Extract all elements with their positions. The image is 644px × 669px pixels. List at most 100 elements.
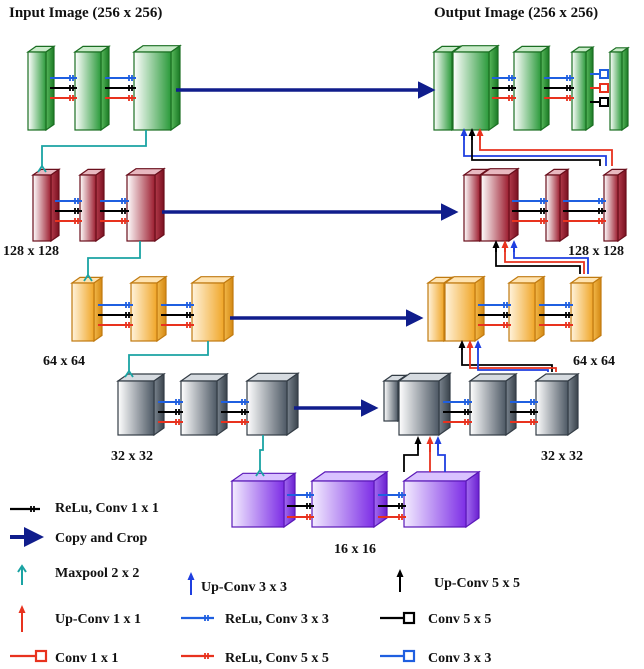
legend-upconv3-icon [187, 572, 195, 595]
block-front-face [27, 51, 47, 131]
maxpool-line [259, 435, 264, 470]
block-front-face [469, 380, 507, 436]
maxpool-1 [37, 130, 147, 173]
orange-out-connector-2 [539, 302, 573, 328]
orange-block-2 [129, 275, 168, 343]
legend-conv5-icon [380, 611, 416, 625]
legend-square [402, 611, 416, 625]
upconv1-route [479, 138, 613, 166]
block-front-face [545, 174, 561, 242]
orange-out-block-c [507, 275, 546, 343]
block-side-face [567, 372, 579, 437]
block-side-face [170, 44, 181, 132]
maxpool-3 [124, 341, 209, 378]
block-side-face [534, 275, 545, 343]
green-block-3 [132, 44, 182, 132]
legend-relu-conv1-icon [10, 506, 40, 512]
purple-block-3 [402, 470, 481, 529]
legend-square [402, 649, 416, 663]
upconv5-route [471, 138, 601, 166]
block-front-face [79, 174, 97, 242]
legend-upconv5-label: Up-Conv 5 x 5 [434, 576, 520, 591]
red-connector-1 [55, 198, 82, 224]
block-front-face [311, 480, 375, 528]
block-side-face [223, 275, 234, 343]
red-out-connector-2 [563, 198, 606, 224]
feature-map-blocks [26, 44, 630, 529]
upconv-head [187, 572, 195, 580]
upconv-head [434, 436, 442, 444]
upconv3-route [513, 250, 589, 274]
block-side-face [474, 275, 485, 343]
maxpool-4 [255, 435, 265, 477]
gray-out-connector-2 [510, 399, 538, 425]
legend-copy-crop-label: Copy and Crop [55, 531, 148, 546]
upconv-head [458, 340, 466, 348]
red-connector-2 [100, 198, 129, 224]
red-block-2 [78, 168, 106, 243]
legend-conv3-icon [380, 649, 416, 663]
green-connector-1 [50, 75, 77, 101]
green-out-connector-2 [544, 75, 574, 101]
upconv-head [414, 436, 422, 444]
block-front-face [403, 480, 467, 528]
red-out-connector-1 [512, 198, 548, 224]
upconv3-route [437, 440, 446, 472]
orange-block-3 [190, 275, 235, 343]
block-side-face [216, 372, 228, 437]
resolution-label-128-left: 128 x 128 [3, 244, 59, 259]
upconv-head [396, 569, 404, 577]
block-front-face [570, 282, 594, 342]
green-connector-2 [105, 75, 136, 101]
upconv-head [476, 128, 484, 136]
legend-relu-conv5-label: ReLu, Conv 5 x 5 [225, 651, 329, 666]
block-front-face [231, 480, 285, 528]
orange-block-1 [70, 276, 104, 343]
legend-maxpool-head [17, 564, 27, 573]
resolution-label-128-right: 128 x 128 [568, 244, 624, 259]
conv1-square [599, 83, 609, 93]
conv5-square [599, 97, 609, 107]
legend-upconv1-icon [18, 605, 26, 632]
upconv-head [474, 340, 482, 348]
maxpool-head [83, 273, 93, 282]
orange-connector-2 [161, 302, 194, 328]
legend: ReLu, Conv 1 x 1 Copy and Crop Maxpool 2… [10, 501, 520, 666]
block-front-face [71, 282, 95, 342]
block-side-face [286, 372, 299, 437]
block-front-face [180, 380, 218, 436]
maxpool-head [124, 369, 134, 378]
resolution-label-32-left: 32 x 32 [111, 449, 153, 464]
block-front-face [463, 174, 481, 242]
upconv-head [468, 128, 476, 136]
resolution-label-64-left: 64 x 64 [43, 354, 85, 369]
block-front-face [433, 51, 453, 131]
upconv-head [510, 240, 518, 248]
maxpool-head [255, 468, 265, 477]
legend-conv1-icon [10, 649, 48, 663]
legend-relu-conv3-label: ReLu, Conv 3 x 3 [225, 612, 329, 627]
block-side-face [95, 168, 105, 243]
legend-relu-conv3-icon [181, 615, 214, 621]
red-block-3 [125, 167, 166, 243]
block-front-face [383, 380, 399, 422]
green-out-block-e [608, 46, 630, 132]
input-title: Input Image (256 x 256) [9, 5, 162, 21]
green-block-2 [73, 45, 111, 132]
block-front-face [444, 282, 476, 342]
block-side-face [508, 167, 519, 243]
gray-out-block-b [397, 372, 452, 437]
orange-out-block-b [443, 275, 486, 343]
purple-connector-1 [287, 492, 314, 520]
block-side-face [465, 470, 480, 529]
block-front-face [603, 174, 619, 242]
green-block-1 [26, 45, 56, 132]
purple-connector-2 [378, 492, 406, 520]
block-side-face [50, 168, 60, 243]
output-conv-layers [590, 69, 609, 107]
upconv-level5-to-4 [403, 436, 446, 472]
block-front-face [398, 380, 440, 436]
gray-out-block-d [534, 372, 580, 437]
purple-block-1 [230, 472, 297, 529]
block-front-face [535, 380, 569, 436]
